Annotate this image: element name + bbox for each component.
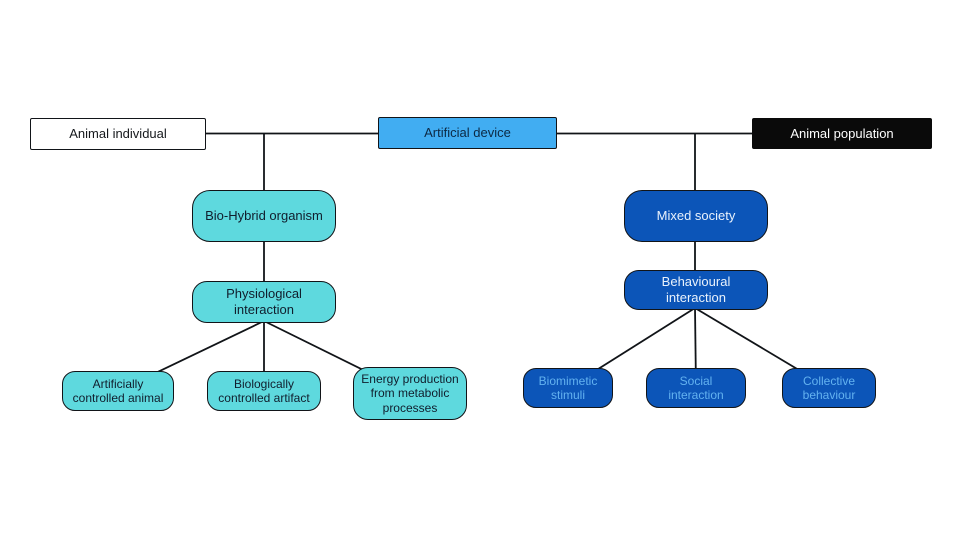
node-animal-individual: Animal individual [30, 118, 206, 150]
node-collective-behaviour: Collective behaviour [782, 368, 876, 408]
node-artificial-device: Artificial device [378, 117, 557, 149]
node-label: Animal individual [69, 126, 167, 142]
node-label: Artificially controlled animal [72, 376, 164, 405]
node-behavioural-interaction: Behavioural interaction [624, 270, 768, 310]
node-label: Energy production from metabolic process… [361, 371, 459, 415]
node-label: Animal population [790, 125, 894, 141]
node-mixed-society: Mixed society [624, 190, 768, 242]
node-animal-population: Animal population [752, 118, 932, 149]
node-label: Bio-Hybrid organism [205, 208, 323, 224]
node-label: Biomimetic stimuli [538, 373, 598, 402]
node-artificially-controlled-animal: Artificially controlled animal [62, 371, 174, 411]
node-biomimetic-stimuli: Biomimetic stimuli [523, 368, 613, 408]
node-label: Mixed society [656, 208, 736, 224]
node-label: Biologically controlled artifact [218, 376, 310, 405]
node-biologically-controlled-artifact: Biologically controlled artifact [207, 371, 321, 411]
node-energy-production: Energy production from metabolic process… [353, 367, 467, 420]
node-label: Social interaction [668, 373, 724, 402]
node-social-interaction: Social interaction [646, 368, 746, 408]
node-physiological-interaction: Physiological interaction [192, 281, 336, 323]
node-bio-hybrid-organism: Bio-Hybrid organism [192, 190, 336, 242]
node-label: Physiological interaction [226, 286, 302, 317]
node-label: Artificial device [424, 125, 511, 141]
node-label: Behavioural interaction [661, 274, 731, 305]
node-label: Collective behaviour [802, 373, 856, 402]
